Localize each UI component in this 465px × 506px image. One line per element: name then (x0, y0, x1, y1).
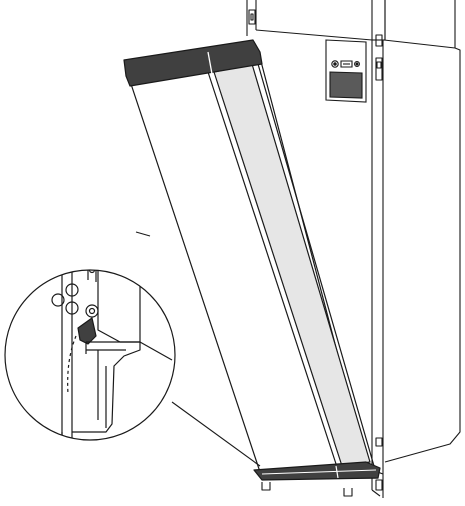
screw-icon (85, 304, 99, 318)
panel-latch-hook (77, 317, 97, 345)
detail-magnifier (4, 269, 176, 441)
control-display-unit (325, 39, 367, 103)
front-panel-top-trim (123, 39, 263, 87)
front-panel (123, 39, 381, 481)
display-screen (329, 71, 363, 99)
front-panel-bottom-trim (253, 461, 381, 481)
display-control-icons (331, 60, 360, 68)
heat-pump-cabinet (246, 0, 461, 498)
detail-callout-leaders (135, 231, 261, 467)
